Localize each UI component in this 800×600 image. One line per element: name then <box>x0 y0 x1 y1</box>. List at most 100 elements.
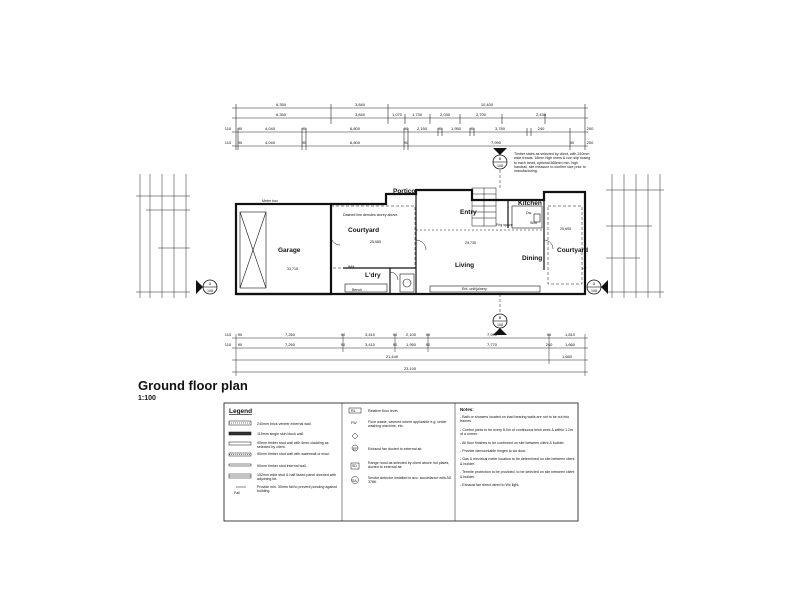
dim-top-r3-c: 4,040 <box>265 126 276 131</box>
legend-fall-label: Fall <box>234 491 240 495</box>
top-dimension-chains <box>232 104 588 150</box>
dim-bot-r2-h: 90 <box>426 342 431 347</box>
section-marker-top: B 108 <box>492 148 508 170</box>
courtyard-mid-level: 25,685 <box>370 240 381 244</box>
dim-top-r4-c: 4,040 <box>265 140 276 145</box>
dim-bot-r1-d: 90 <box>341 332 346 337</box>
timber-stairs-note: Timber stairs as selected by client, wit… <box>514 152 591 174</box>
left-dimension-chains <box>136 174 190 298</box>
legend-symbol-code-rl: RL <box>351 409 356 413</box>
legend-wall-6: 152mm wide stud & half faded panel downe… <box>257 473 337 482</box>
legend-wall-2: 115mm single skin block wall. <box>257 432 304 436</box>
legend-wall-1: 240mm brick veneer external wall. <box>257 422 312 426</box>
dim-bot-r2-c: 7,260 <box>285 342 296 347</box>
dim-top-r3-a: 110 <box>225 126 232 131</box>
dim-top-r2-a: 6,350 <box>276 112 287 117</box>
sheet-title: Ground floor plan <box>138 378 248 393</box>
dim-bot-r2-i: 7,770 <box>487 342 498 347</box>
section-top-sheet: 108 <box>497 164 503 168</box>
legend-symbol-1: Relative floor level. <box>368 409 398 413</box>
legend-wall-swatches <box>228 420 252 488</box>
stair-treads <box>471 187 497 227</box>
dim-bot-r4-a: 23,100 <box>404 366 417 371</box>
legend-note-7: - Exhaust fan direct wired to Wc light. <box>460 483 520 488</box>
dim-bot-r1-f: 90 <box>393 332 398 337</box>
legend-wall-3-box: 90mm timber stud wall with 6mm cladding … <box>257 441 329 449</box>
legend-symbol-5-box: Smoke detector installed in acc. accorda… <box>368 476 451 484</box>
dim-bot-r2-f: 90 <box>393 342 398 347</box>
legend-symbol-3: Exhaust fan ducted to external air. <box>368 447 422 451</box>
meter-box-label: Meter box <box>262 199 278 203</box>
legend-wall-4-box: 90mm timber stud wall with waterwall or … <box>257 452 330 456</box>
ent-unit-label: Ent. unit/joinery <box>462 287 487 291</box>
dim-bot-r2-a: 110 <box>225 342 232 347</box>
legend-symbol-2-box: Floor waste, cavered where applicable e.… <box>368 420 447 429</box>
legend-notes-box: - Bath or showers located on load bearin… <box>460 415 575 488</box>
dim-bot-r2-k: 1,660 <box>565 342 576 347</box>
ht-label: HT <box>582 267 588 271</box>
living-level: 25,735 <box>465 241 476 245</box>
right-dimension-chains <box>606 174 664 298</box>
legend-note-5: - Gas & electrical meter location to be … <box>460 457 575 466</box>
dim-top-r2-g: 2,430 <box>536 112 547 117</box>
dim-top-r4-i: 200 <box>587 140 594 145</box>
sheet-scale: 1:100 <box>138 395 156 402</box>
section-marker-left: A 108 <box>196 279 218 295</box>
dim-bot-r1-c: 7,260 <box>285 332 296 337</box>
legend-wall-6-box: 152mm wide stud & half faded panel downe… <box>257 473 337 482</box>
legend-fall-text: Provide min. 30mm fall to prevent pondin… <box>257 485 337 494</box>
dim-top-r3-b: 90 <box>238 126 243 131</box>
entertainment-unit <box>429 285 541 293</box>
legend-symbol-code-sa: SA <box>352 479 357 483</box>
dim-top-r3-h: 90 <box>438 126 443 131</box>
dim-top-r2-f: 2,700 <box>476 112 487 117</box>
dim-top-r4-g: 7,990 <box>491 140 502 145</box>
dim-top-r4-a: 110 <box>225 140 232 145</box>
dim-top-r3-d: 90 <box>302 126 307 131</box>
dim-bot-r1-e: 3,410 <box>365 332 376 337</box>
legend-wall-5: 90mm timber stud internal wall. <box>257 464 307 468</box>
dim-top-r3-e: 6,800 <box>350 126 361 131</box>
dim-bot-r3-b: 1,660 <box>562 354 573 359</box>
garage-area: 33,715 <box>287 267 298 271</box>
legend-symbol-2: Floor waste, cavered where applicable e.… <box>368 420 447 429</box>
section-left-letter: A <box>209 282 212 286</box>
dim-top-r4-e: 6,800 <box>350 140 361 145</box>
legend-notes-heading: Notes: <box>460 407 474 412</box>
dim-top-r3-g: 2,150 <box>417 126 428 131</box>
dashed-line-note: Dashed line denotes storey above. <box>343 213 398 217</box>
dim-top-r4-h: 90 <box>570 140 575 145</box>
room-labels: Garage 33,715 Courtyard 25,685 Courtyard… <box>278 188 588 292</box>
timber-stairs-note-text: Timber stairs as selected by client, wit… <box>514 152 591 174</box>
dim-bot-r1-j: 90 <box>547 332 552 337</box>
section-bottom-sheet: 108 <box>497 323 503 327</box>
door-swings <box>330 235 554 281</box>
legend-note-3: - All floor finishes to be confirmed on … <box>460 440 565 445</box>
legend-symbol-code-fw: FW <box>351 421 357 425</box>
frig-label: Frig space <box>496 223 513 227</box>
dim-bot-r1-a: 110 <box>225 332 232 337</box>
section-left-sheet: 108 <box>207 289 213 293</box>
dim-top-r2-e: 2,030 <box>440 112 451 117</box>
section-right-letter: A <box>593 282 596 286</box>
section-marker-right: A 108 <box>586 279 608 295</box>
room-kitchen: Kitchen <box>518 200 542 207</box>
legend-symbol-code-sd: SD <box>352 464 357 468</box>
dim-top-r3-f: 90 <box>404 126 409 131</box>
room-courtyard-right: Courtyard <box>557 247 588 254</box>
garage-void-cross <box>239 211 267 289</box>
legend-note-4: - Provide demountable hinges to wc door. <box>460 449 527 454</box>
dim-top-r1-a: 6,350 <box>276 102 287 107</box>
dim-bot-r2-e: 3,410 <box>365 342 376 347</box>
dim-top-r2-d: 1,730 <box>412 112 423 117</box>
dim-bot-r1-i: 7,990 <box>487 332 498 337</box>
legend-symbol-marks <box>348 407 362 484</box>
kitchen-bench <box>511 205 543 229</box>
dim-bot-r2-j: 240 <box>546 342 553 347</box>
dim-top-r2-b: 3,840 <box>355 112 366 117</box>
dim-bot-r2-b: 90 <box>238 342 243 347</box>
legend-note-1: - Bath or showers located on load bearin… <box>460 415 570 424</box>
room-courtyard-mid: Courtyard <box>348 227 379 234</box>
section-bottom-letter: B <box>499 316 502 320</box>
legend-heading: Legend <box>229 408 252 415</box>
